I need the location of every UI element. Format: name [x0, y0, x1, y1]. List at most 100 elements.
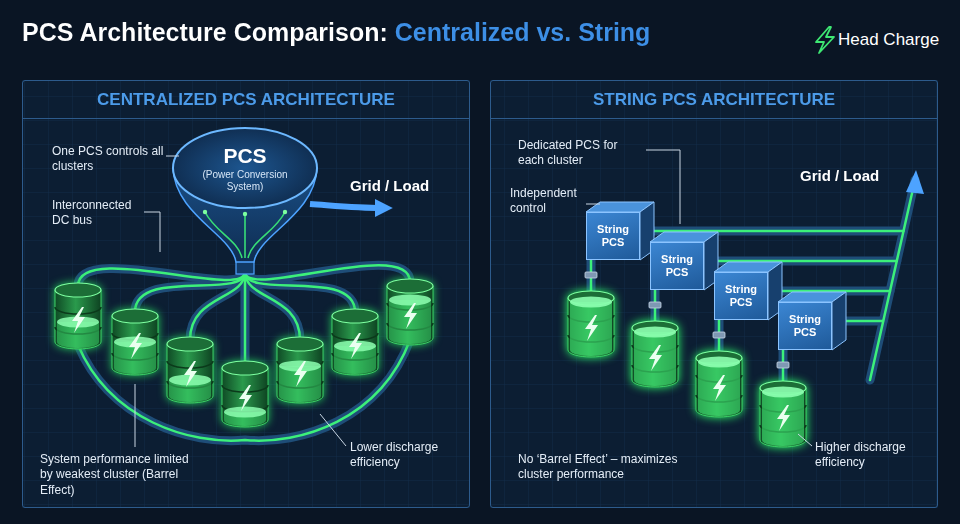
left-batteries [222, 361, 268, 427]
right-batteries [568, 291, 614, 357]
left-batteries [239, 385, 252, 411]
panel-ground [22, 80, 938, 508]
left-batteries [167, 337, 213, 403]
left-batteries [112, 309, 158, 375]
panel-grid [22, 80, 470, 508]
pipe-flow [244, 272, 247, 364]
brand-name: Head Charge [838, 29, 939, 51]
right-batteries [760, 381, 806, 447]
right-batteries [713, 375, 726, 401]
logo-bolt [816, 27, 834, 53]
panel-grid [490, 80, 938, 508]
faucet-valves [777, 362, 789, 368]
callout-text: Independent control [510, 186, 586, 217]
grid-arrow [310, 204, 382, 208]
left-batteries [72, 307, 85, 333]
right-batteries [585, 315, 598, 341]
right-batteries [634, 332, 676, 386]
pcs-funnel-shape [173, 128, 382, 274]
logo-icon [816, 27, 834, 53]
faucet-valves [585, 272, 597, 278]
pipe-flow [78, 265, 410, 440]
left-batteries [389, 295, 431, 306]
left-batteries [277, 337, 323, 403]
panel-fill [490, 80, 938, 508]
left-batteries [332, 309, 378, 375]
callout-text: Interconnected DC bus [52, 198, 152, 229]
leader-line [586, 204, 600, 205]
leader-line [144, 212, 160, 252]
cube-side [832, 292, 846, 350]
panel-fill [22, 80, 470, 508]
callout-text: System performance limited by weakest cl… [40, 452, 190, 498]
panel-heading: STRING PCS ARCHITECTURE [491, 81, 937, 119]
left-batteries [332, 309, 378, 375]
right-batteries [698, 357, 740, 368]
left-batteries [387, 279, 433, 345]
pipe-casing [78, 265, 410, 440]
funnel-flow [205, 212, 285, 258]
pcs-funnel: PCS(Power Conversion System) [185, 140, 305, 196]
left-batteries [129, 333, 142, 359]
left-batteries [55, 283, 101, 349]
pipe-flow [190, 272, 245, 340]
grid-load-label: Grid / Load [800, 166, 879, 185]
left-batteries [184, 361, 197, 387]
left-batteries [277, 337, 323, 403]
grid-load-label: Grid / Load [350, 176, 429, 195]
callout-text: Lower discharge efficiency [350, 440, 455, 471]
left-batteries [349, 333, 362, 359]
right-batteries [698, 362, 740, 416]
funnel-top [173, 128, 317, 208]
callout-text: Dedicated PCS for each cluster [518, 138, 643, 169]
circuit-dot [283, 210, 287, 214]
string-pcs-label: String PCS [653, 253, 701, 278]
circuit-dot [243, 212, 247, 216]
dc-bus-pipes [78, 265, 410, 440]
right-batteries [568, 291, 614, 357]
pcs-title: PCS [223, 144, 266, 167]
right-batteries [634, 327, 676, 338]
left-batteries [55, 279, 433, 427]
faucet-valves [713, 332, 725, 338]
left-leader-lines [135, 156, 346, 447]
string-pcs-label: String PCS [717, 283, 765, 308]
right-batteries [762, 392, 804, 446]
right-batteries [570, 297, 612, 308]
string-pcs-box: String PCS [714, 272, 768, 320]
left-batteries [294, 361, 307, 387]
circuit-dot [203, 210, 207, 214]
callout-text: No ‘Barrel Effect’ – maximizes cluster p… [518, 452, 708, 483]
right-batteries [777, 405, 790, 431]
pipe-casing [870, 180, 915, 380]
string-pipes [585, 170, 924, 390]
left-batteries [167, 337, 213, 403]
right-batteries [696, 351, 742, 417]
page-title: PCS Architecture Comparison: Centralized… [22, 17, 650, 47]
right-batteries [762, 387, 804, 398]
string-pcs-box: String PCS [778, 302, 832, 350]
right-batteries [568, 291, 806, 447]
right-batteries [632, 321, 678, 387]
right-batteries [570, 302, 612, 356]
right-leader-lines [586, 150, 812, 446]
right-batteries [760, 381, 806, 447]
left-batteries [112, 309, 158, 375]
leader-line [135, 384, 136, 447]
pipe-flow [245, 265, 410, 282]
string-pcs-box: String PCS [586, 212, 640, 260]
right-batteries [649, 345, 662, 371]
leader-line [166, 156, 179, 157]
panel-heading: CENTRALIZED PCS ARCHITECTURE [23, 81, 469, 119]
left-batteries [404, 303, 417, 329]
faucet-valves [649, 302, 661, 308]
leader-line [646, 150, 680, 224]
string-pcs-label: String PCS [781, 313, 829, 338]
pipe-flow [870, 180, 915, 380]
right-batteries [632, 321, 678, 387]
left-batteries [222, 361, 268, 427]
leader-line [320, 414, 346, 446]
pipe-flow [245, 272, 355, 312]
left-batteries [389, 300, 431, 344]
